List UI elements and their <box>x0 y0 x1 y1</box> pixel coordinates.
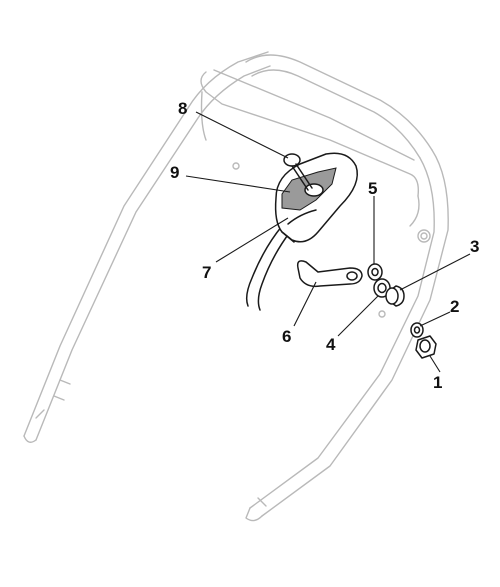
callout-8: 8 <box>178 99 187 118</box>
cable <box>245 225 283 307</box>
bush <box>385 285 405 307</box>
lever <box>296 260 363 288</box>
washer-outer <box>410 322 424 338</box>
lever-pin <box>283 153 313 191</box>
leader-lines <box>185 111 471 373</box>
callout-6: 6 <box>282 327 291 346</box>
callout-4: 4 <box>326 335 336 354</box>
callout-9: 9 <box>170 163 179 182</box>
washer <box>367 263 383 281</box>
callout-2: 2 <box>450 297 459 316</box>
callout-1: 1 <box>433 373 442 392</box>
pivot-boss <box>304 183 324 197</box>
nut <box>415 335 437 359</box>
cable-inner <box>257 231 291 311</box>
callout-7: 7 <box>202 263 211 282</box>
callout-3: 3 <box>470 237 479 256</box>
callout-5: 5 <box>368 179 377 198</box>
